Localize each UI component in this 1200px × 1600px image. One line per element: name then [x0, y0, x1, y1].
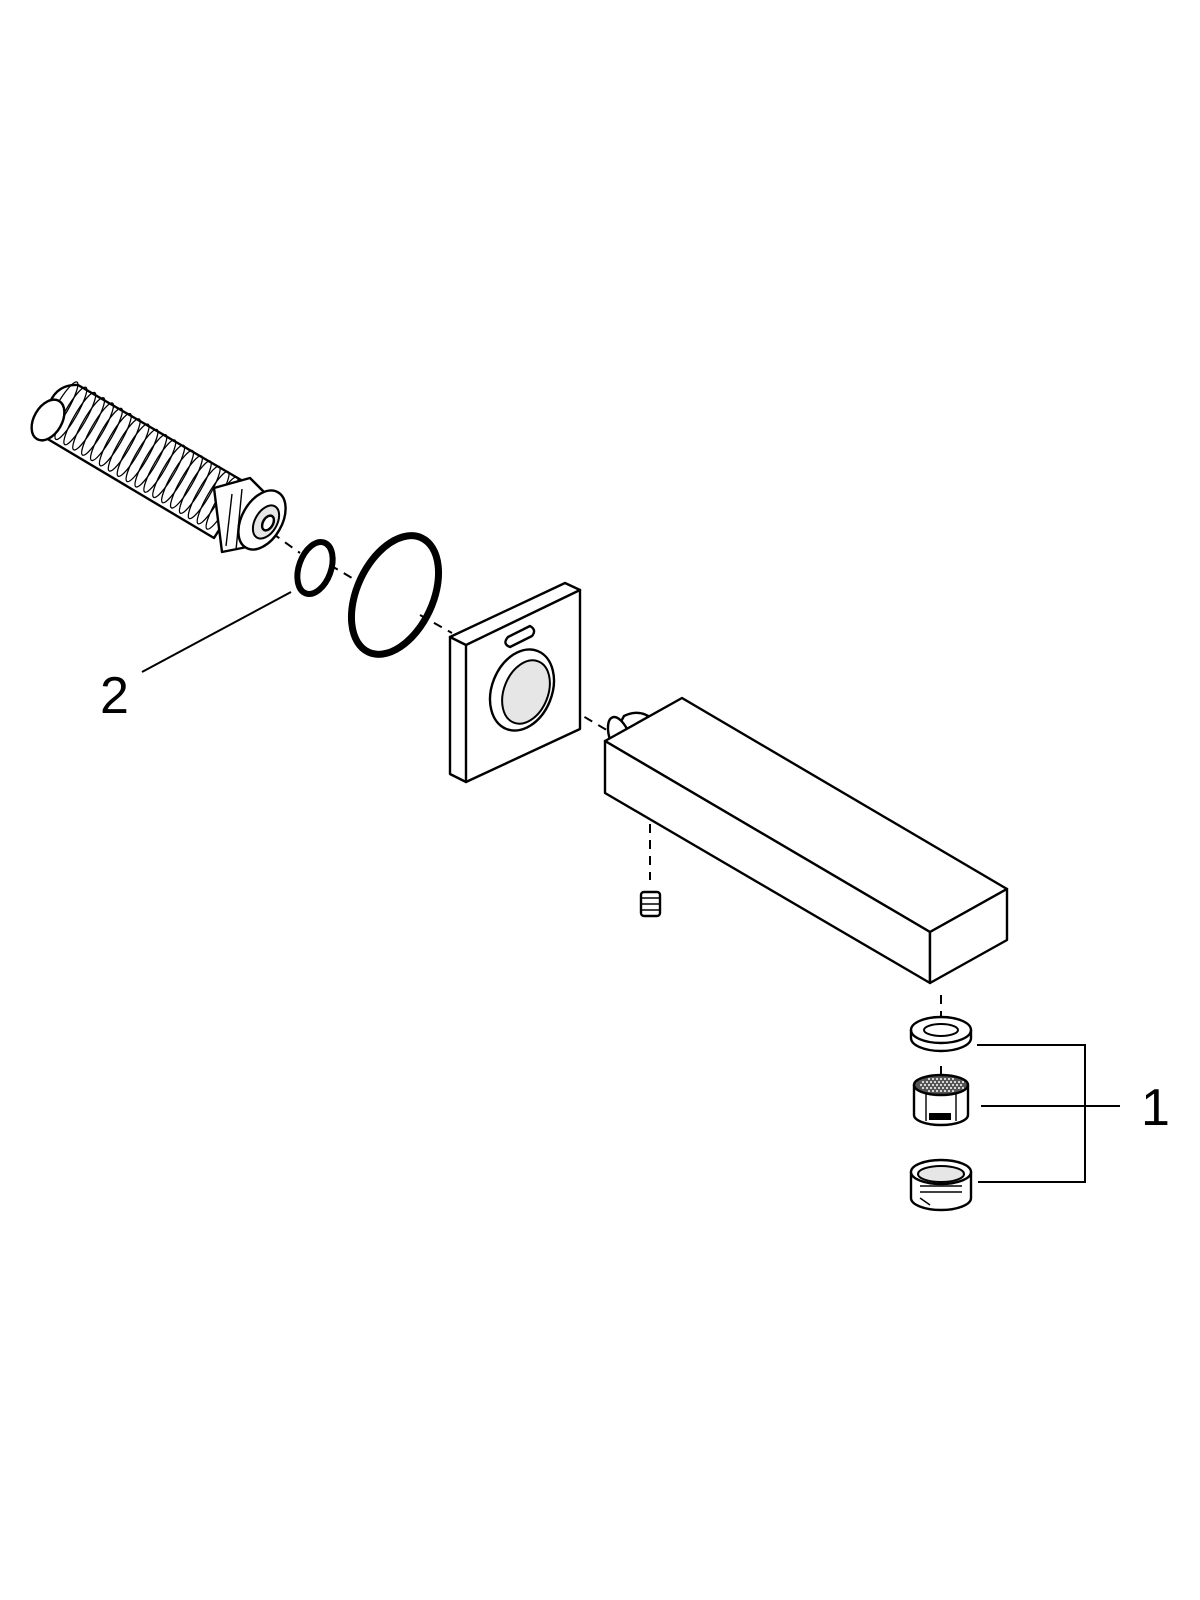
mesh-dot [956, 1084, 958, 1086]
mesh-dot [940, 1078, 942, 1080]
mesh-dot [928, 1078, 930, 1080]
mesh-dot [942, 1081, 944, 1083]
hose-ribs [45, 381, 239, 530]
hose-rib [169, 455, 203, 509]
mesh-dot [922, 1087, 924, 1089]
mesh-dot [932, 1078, 934, 1080]
callout-leaders [141, 591, 1120, 1183]
mesh-dot [954, 1087, 956, 1089]
mesh-dot [936, 1090, 938, 1092]
mesh-dot [946, 1081, 948, 1083]
mesh-dot [926, 1081, 928, 1083]
hose-rib [134, 433, 168, 488]
mesh-dot [950, 1087, 952, 1089]
grub-screw [639, 890, 662, 918]
mesh-dot [934, 1087, 936, 1089]
square-spout [603, 696, 1009, 985]
callout-label-1: 1 [1141, 1079, 1170, 1137]
mesh-dot [944, 1078, 946, 1080]
hose-rib [54, 386, 88, 441]
mesh-dot [944, 1090, 946, 1092]
mesh-dot [962, 1087, 964, 1089]
flexible-hose [30, 381, 287, 554]
mesh-dot [934, 1081, 936, 1083]
mesh-dot [946, 1087, 948, 1089]
mesh-dot [952, 1084, 954, 1086]
hose-rib [125, 428, 159, 483]
mesh-dot [962, 1081, 964, 1083]
mesh-dot [958, 1087, 960, 1089]
mesh-dot [924, 1084, 926, 1086]
aerator-mesh [920, 1078, 964, 1092]
mesh-dot [952, 1090, 954, 1092]
mesh-dot [958, 1081, 960, 1083]
mesh-dot [926, 1087, 928, 1089]
mesh-dot [942, 1087, 944, 1089]
mesh-dot [940, 1090, 942, 1092]
mesh-dot [940, 1084, 942, 1086]
hose-rib [81, 402, 115, 456]
hose-rib [187, 465, 221, 520]
mesh-dot [920, 1084, 922, 1086]
mesh-dot [930, 1081, 932, 1083]
mesh-dot [938, 1087, 940, 1089]
wall-plate [448, 581, 582, 784]
aerator-washer [909, 1015, 973, 1053]
mesh-dot [948, 1090, 950, 1092]
mesh-dot [950, 1081, 952, 1083]
hose-rib [63, 391, 97, 446]
mesh-dot [936, 1084, 938, 1086]
mesh-dot [930, 1087, 932, 1089]
mesh-dot [932, 1090, 934, 1092]
mesh-dot [952, 1078, 954, 1080]
aerator-housing [909, 1158, 973, 1212]
assembly-axis-line [271, 532, 611, 733]
mesh-dot [928, 1084, 930, 1086]
callout-label-2: 2 [100, 667, 129, 725]
mesh-dot [922, 1081, 924, 1083]
small-o-ring [294, 539, 336, 597]
hose-rib [89, 407, 123, 462]
mesh-dot [948, 1078, 950, 1080]
hose-rib [98, 412, 132, 467]
hose-rib [152, 444, 186, 499]
hose-rib [178, 460, 212, 514]
hose-rib [72, 397, 106, 451]
hose-rib [107, 418, 141, 472]
mesh-dot [948, 1084, 950, 1086]
mesh-dot [960, 1084, 962, 1086]
mesh-dot [938, 1081, 940, 1083]
large-o-ring [347, 532, 443, 658]
hose-rib [143, 439, 177, 493]
mesh-dot [928, 1090, 930, 1092]
aerator-insert [912, 1073, 970, 1127]
hose-rib [116, 423, 150, 478]
hose-rib [161, 449, 195, 504]
mesh-dot [932, 1084, 934, 1086]
mesh-dot [954, 1081, 956, 1083]
mesh-dot [944, 1084, 946, 1086]
mesh-dot [936, 1078, 938, 1080]
